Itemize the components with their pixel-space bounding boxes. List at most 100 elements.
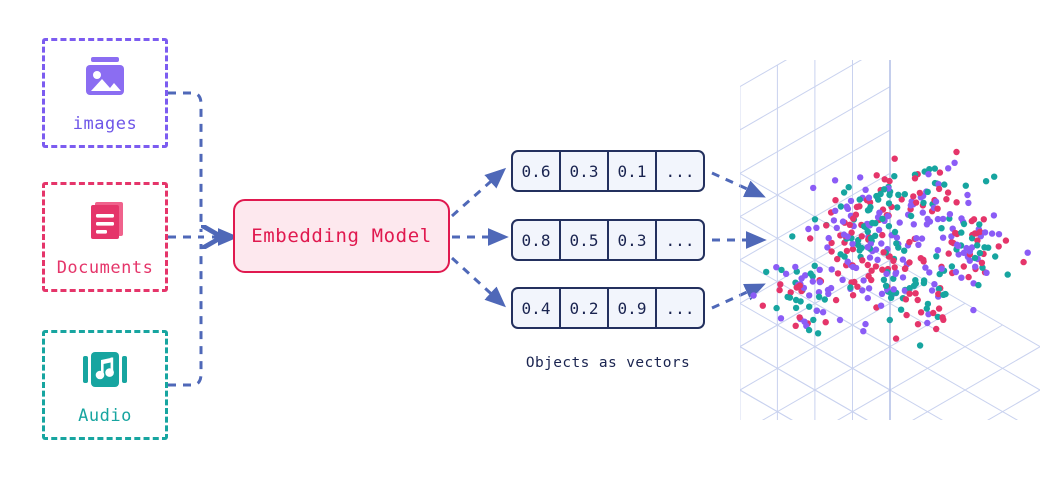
vector-point: [864, 244, 871, 251]
vector-point: [792, 304, 800, 312]
vector-point: [913, 235, 920, 242]
source-box-documents[interactable]: Documents: [42, 182, 168, 292]
vector-point: [825, 234, 832, 242]
vector-point: [823, 222, 830, 229]
vector-point: [914, 321, 922, 328]
vector-point: [910, 193, 917, 200]
vector-point: [945, 250, 952, 257]
vector-point: [796, 282, 803, 289]
document-icon: [91, 202, 123, 239]
vector-point: [867, 203, 874, 211]
vector-point: [990, 212, 998, 219]
embedding-model-label: Embedding Model: [251, 225, 432, 247]
vector-point: [972, 263, 979, 270]
vector-point: [843, 203, 850, 210]
vector-point: [890, 257, 897, 264]
vector-point: [960, 220, 968, 228]
vector-point: [978, 259, 986, 266]
vector-cell: 0.8: [513, 221, 561, 259]
vector-point: [858, 244, 865, 252]
vector-point: [833, 224, 840, 232]
vector-point: [903, 311, 910, 319]
vector-point: [954, 242, 962, 249]
vector-point: [836, 316, 844, 324]
vector-point: [787, 289, 794, 296]
vector-point: [924, 300, 932, 308]
vector-point: [873, 192, 880, 200]
vector-point: [933, 325, 940, 333]
vector-point: [868, 267, 875, 274]
vector-point: [880, 249, 887, 256]
vector-point: [919, 209, 926, 216]
vector-point: [874, 256, 881, 263]
vector-point: [860, 328, 867, 335]
vector-point: [847, 284, 854, 291]
vector-point: [971, 254, 979, 262]
source-box-images[interactable]: images: [42, 38, 168, 148]
arrow-model-to-vector-1: [451, 167, 507, 218]
vector-point: [832, 296, 840, 304]
vector-point: [931, 281, 938, 288]
vector-point: [946, 211, 954, 218]
vector-point: [906, 238, 913, 246]
vector-point: [914, 296, 921, 304]
vector-point: [792, 263, 799, 271]
vector-point: [931, 165, 938, 172]
vector-point: [920, 199, 927, 206]
vector-point: [858, 233, 865, 240]
vector-point: [976, 228, 984, 236]
vector-point: [834, 255, 841, 263]
vector-point: [916, 189, 923, 197]
vector-point: [935, 185, 943, 193]
embedding-model-box[interactable]: Embedding Model: [233, 199, 450, 273]
vector-point: [980, 216, 987, 223]
vector-point: [898, 196, 905, 203]
source-label-documents: Documents: [56, 258, 154, 278]
vector-point: [981, 229, 989, 236]
vector-point: [849, 292, 857, 299]
vector-point: [964, 191, 971, 199]
vector-point: [890, 275, 897, 282]
vector-point: [854, 283, 861, 290]
vector-point: [974, 242, 981, 249]
vector-point: [890, 286, 897, 293]
image-icon: [86, 57, 124, 95]
source-box-audio[interactable]: Audio: [42, 330, 168, 440]
vector-point: [948, 263, 956, 270]
vector-point: [923, 221, 931, 228]
audio-icon: [83, 352, 127, 387]
vector-point: [819, 309, 827, 316]
vector-point: [934, 313, 941, 321]
vector-point: [821, 296, 828, 303]
vector-cell: 0.6: [513, 152, 561, 190]
vector-point: [930, 309, 937, 317]
vector-point: [966, 248, 974, 255]
vector-point: [807, 270, 814, 277]
vector-point: [848, 279, 855, 286]
vector-point: [816, 278, 824, 286]
vector-point: [952, 229, 959, 237]
vector-point: [879, 266, 886, 273]
vector-point: [926, 166, 933, 173]
vector-point: [945, 165, 952, 172]
vector-point: [827, 284, 835, 292]
vector-row: 0.4 0.2 0.9 ...: [511, 287, 705, 329]
vector-point: [938, 265, 945, 272]
vector-point: [924, 188, 931, 196]
vector-point: [925, 171, 932, 178]
vector-point: [960, 249, 968, 256]
vector-point: [875, 226, 883, 233]
vector-point: [988, 230, 996, 237]
vector-point: [850, 215, 857, 222]
vector-point: [750, 292, 757, 299]
vector-point: [811, 262, 818, 269]
vector-cell: ...: [665, 161, 695, 181]
vector-point: [809, 278, 816, 285]
vector-point: [894, 204, 901, 211]
vector-point: [868, 235, 875, 242]
vector-point: [832, 197, 839, 204]
vector-point: [839, 218, 847, 225]
vector-point: [936, 270, 943, 278]
vector-point: [815, 293, 823, 300]
vector-point: [932, 198, 940, 205]
